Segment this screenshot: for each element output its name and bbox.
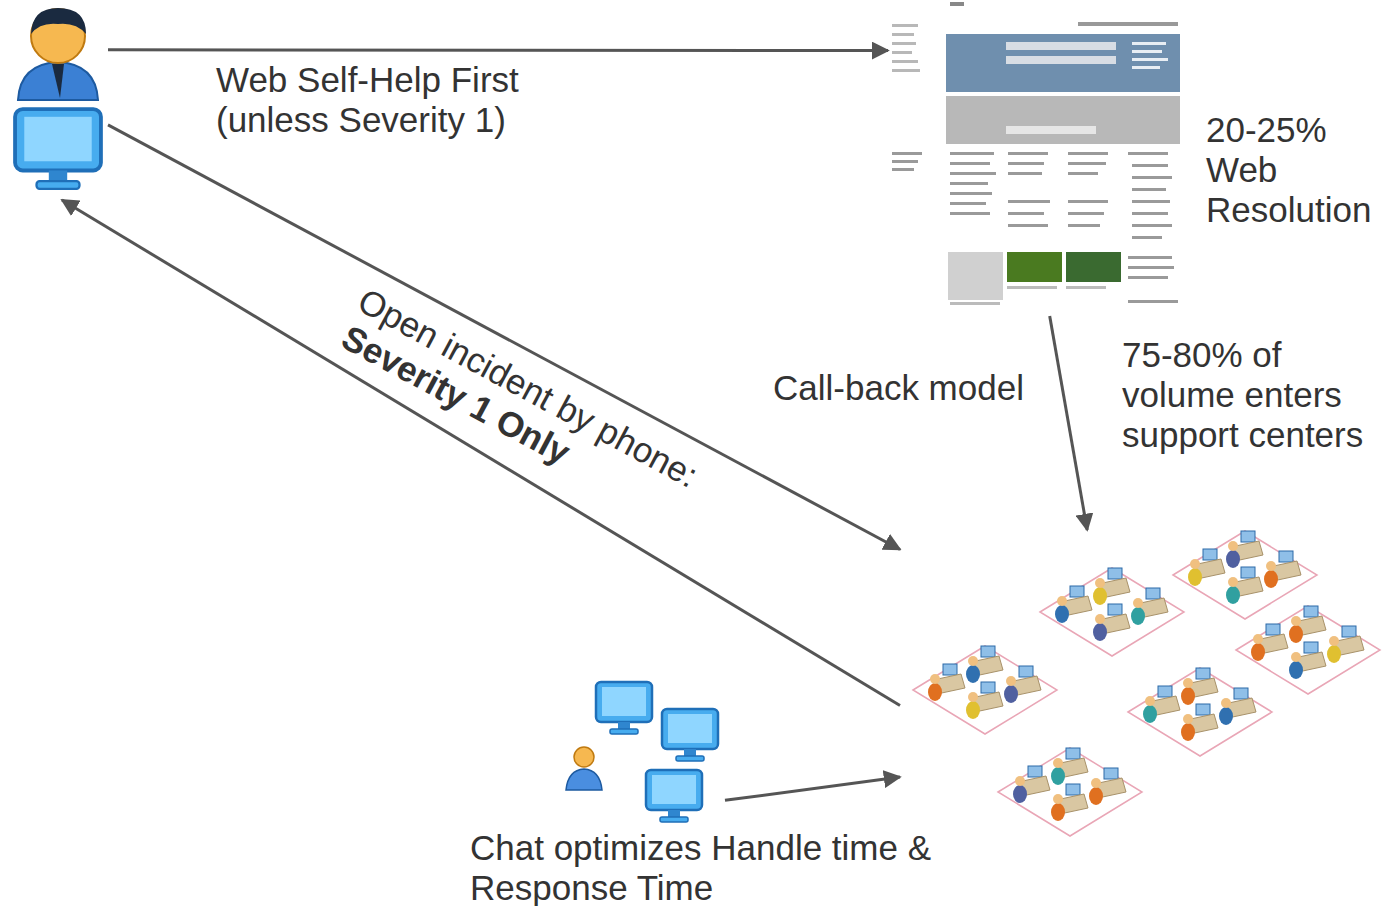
worker-figure <box>1093 568 1130 605</box>
flow-arrow <box>108 125 900 550</box>
worker-figure <box>1188 549 1225 586</box>
worker-figure <box>1051 748 1088 785</box>
worker-figure <box>1093 604 1130 641</box>
flow-arrow <box>108 48 888 52</box>
worker-figure <box>1181 704 1218 741</box>
worker-figure <box>1143 686 1180 723</box>
worker-figure <box>966 646 1003 683</box>
worker-figure <box>1289 606 1326 643</box>
worker-figure <box>1013 766 1050 803</box>
worker-figure <box>1289 642 1326 679</box>
worker-figure <box>1251 624 1288 661</box>
node-caption: Chat optimizes Handle time & Response Ti… <box>470 828 980 906</box>
worker-figure <box>1226 567 1263 604</box>
worker-figure <box>928 664 965 701</box>
cubicle-outline <box>1040 568 1184 656</box>
worker-figure <box>1051 784 1088 821</box>
worker-figure <box>1055 586 1092 623</box>
web-page-screenshot <box>888 0 1182 316</box>
worker-figure <box>1226 531 1263 568</box>
node-caption: 75-80% of volume enters support centers <box>1122 335 1367 455</box>
worker-figure <box>1181 668 1218 705</box>
flow-arrow <box>62 200 900 706</box>
edge-label: Call-back model <box>770 368 1027 408</box>
chat-icons <box>566 682 718 822</box>
flow-arrow <box>1050 316 1088 530</box>
worker-figure <box>1264 551 1301 588</box>
cubicle-outline <box>1128 668 1272 756</box>
web-support-page: 20-25% Web Resolution <box>888 0 1182 316</box>
user-icon <box>15 8 101 189</box>
support-center-illustration <box>913 531 1380 836</box>
cubicle-outline <box>998 748 1142 836</box>
worker-figure <box>1219 688 1256 725</box>
cubicle-outline <box>1173 531 1317 619</box>
flow-arrow <box>725 777 900 800</box>
chat-channel: Chat optimizes Handle time & Response Ti… <box>560 680 725 825</box>
worker-figure <box>1004 666 1041 703</box>
user-icon-node <box>10 5 108 200</box>
edge-label: Web Self-Help First (unless Severity 1) <box>213 60 579 140</box>
worker-figure <box>966 682 1003 719</box>
worker-figure <box>1131 588 1168 625</box>
worker-figure <box>1089 768 1126 805</box>
support-center: 75-80% of volume enters support centers <box>900 530 1380 855</box>
worker-figure <box>1327 626 1364 663</box>
cubicle-outline <box>1236 606 1380 694</box>
node-caption: 20-25% Web Resolution <box>1206 110 1382 230</box>
cubicle-outline <box>913 646 1057 734</box>
